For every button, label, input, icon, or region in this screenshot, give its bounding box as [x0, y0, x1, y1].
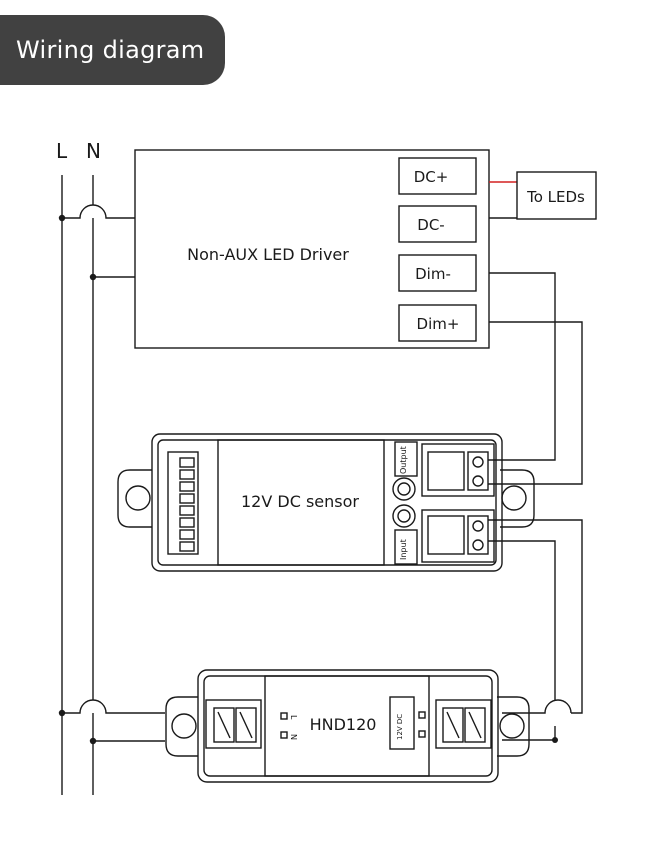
- mains-wires: [61, 175, 165, 795]
- input-terminal-block: [421, 509, 495, 563]
- terminal-dim-plus: [398, 304, 477, 342]
- dim-wires: [488, 272, 583, 485]
- knob-icon: [392, 504, 416, 528]
- title-badge: Wiring diagram: [0, 15, 225, 85]
- neutral-label: N: [86, 139, 101, 163]
- terminal-dc-plus: [398, 157, 477, 195]
- terminal-dc-minus: [398, 205, 477, 243]
- leds-box: [516, 171, 597, 220]
- terminal-label: Dim+: [417, 315, 460, 333]
- terminal-label: Dim-: [415, 265, 451, 283]
- line-label: L: [56, 139, 68, 163]
- terminal-label: DC+: [414, 168, 449, 186]
- ac-terminal-block: [205, 699, 262, 749]
- dc-wires: [488, 519, 583, 743]
- dc-terminal-block: [435, 699, 492, 749]
- ac-l-label: L: [289, 715, 298, 720]
- power-name: HND120: [310, 715, 377, 734]
- driver-name: Non-AUX LED Driver: [187, 245, 349, 264]
- page-title: Wiring diagram: [16, 36, 205, 64]
- sensor-output-label: Output: [399, 446, 408, 474]
- knob-icon: [392, 477, 416, 501]
- sensor-module: 12V DC sensor Output Input: [117, 433, 535, 572]
- junction-dots: [58, 214, 97, 745]
- leds-label: To LEDs: [526, 188, 585, 206]
- sensor-input-label: Input: [399, 539, 408, 560]
- led-driver: Non-AUX LED Driver DC+ DC- Dim- Dim+: [134, 149, 490, 349]
- output-terminal-block: [421, 443, 495, 497]
- dip-switches: [167, 451, 199, 555]
- leds-output: To LEDs: [489, 171, 597, 220]
- terminal-dim-minus: [398, 254, 477, 292]
- sensor-name: 12V DC sensor: [241, 492, 359, 511]
- ac-n-label: N: [289, 734, 298, 740]
- dc-output-label: 12V DC: [396, 714, 404, 740]
- terminal-label: DC-: [417, 216, 444, 234]
- hnd120-module: L N HND120 12V DC: [165, 669, 530, 783]
